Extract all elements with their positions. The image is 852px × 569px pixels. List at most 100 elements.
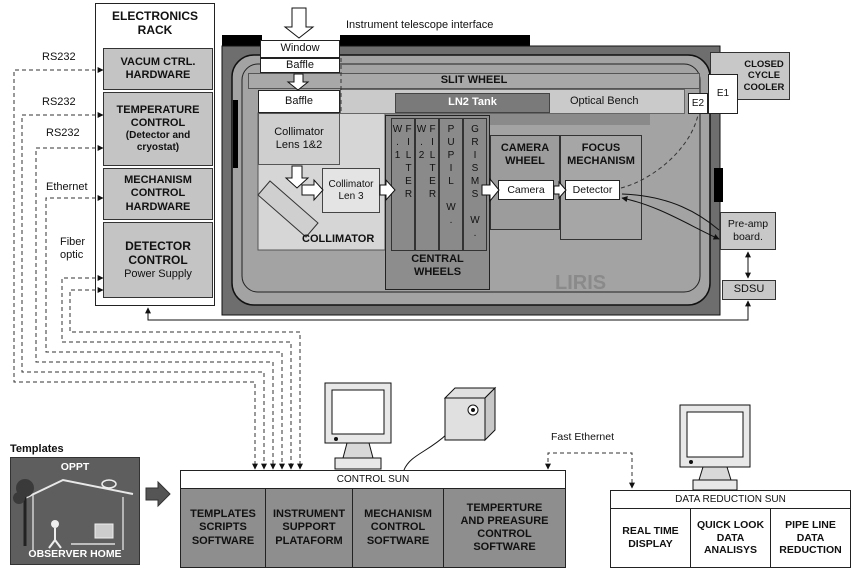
templates-scripts-software: TEMPLATES SCRIPTS SOFTWARE [180,488,266,568]
rs232-label: RS232 [46,127,80,139]
rack-title-line: ELECTRONICS [111,9,198,23]
e1-label: E1 [716,88,730,99]
module-label: DETECTOR [125,239,191,254]
software-label: DATA [796,531,825,544]
software-label: QUICK LOOK [696,519,765,532]
real-time-display: REAL TIME DISPLAY [610,508,691,568]
sdsu-controller: SDSU [722,280,776,300]
rs232-label: RS232 [42,96,76,108]
ln2-tank-label: LN2 Tank [448,96,497,109]
software-label: ANALISYS [703,544,758,557]
wheel-label: FILTER W.1 [392,124,414,202]
software-label: SCRIPTS [199,521,247,534]
software-label: SUPPORT [282,521,336,534]
templates-label: Templates [10,443,64,455]
cooler-label: CLOSED [744,58,784,70]
temperature-control: TEMPERATURE CONTROL (Detector and cryost… [103,92,213,166]
fiber-optic-label: Fiber optic [60,236,85,262]
control-sun-title: CONTROL SUN [336,473,410,485]
pupil-wheel: PUPIL W. [439,118,463,251]
wheel-label: FILTER W.2 [416,124,438,202]
cooler-label: CYCLE [747,70,781,82]
control-sun-header: CONTROL SUN [180,470,566,489]
mechanism-control-hardware: MECHANISM CONTROL HARDWARE [103,168,213,220]
vacuum-control-hardware: VACUM CTRL. HARDWARE [103,48,213,90]
software-label: CONTROL [477,528,532,540]
detector: Detector [565,180,620,200]
filter-wheel-2: FILTER W.2 [415,118,439,251]
module-label: CONTROL [130,117,186,129]
instrument-support-platform: INSTRUMENT SUPPORT PLATAFORM [265,488,353,568]
software-label: REAL TIME [622,525,679,538]
quick-look-data-analysis: QUICK LOOK DATA ANALISYS [690,508,771,568]
software-label: TEMPERTURE [466,501,543,514]
window-label: Window [280,42,320,55]
detector-control: DETECTOR CONTROL Power Supply [103,222,213,298]
observer-home-label: OBSERVER HOME [28,548,122,561]
telescope-interface-bar-right [340,35,530,48]
fast-ethernet-label: Fast Ethernet [551,431,615,443]
temperature-pressure-control-software: TEMPERTURE AND PREASURE CONTROL SOFTWARE [443,488,566,568]
data-reduction-sun-title: DATA REDUCTION SUN [675,493,786,505]
central-wheels-label-line: CENTRAL [411,253,464,265]
module-label: HARDWARE [125,200,191,213]
oppt-label: OPPT [60,461,90,473]
cooler-label: COOLER [743,81,785,93]
module-label: CONTROL [130,187,186,200]
software-label: SOFTWARE [191,534,255,547]
camera: Camera [498,180,554,200]
wheel-label: PUPIL W. [445,124,457,228]
detector-label: Detector [572,183,613,196]
preamp-label: board. [733,231,763,243]
disc-label: Disc [455,431,476,443]
slit-wheel: SLIT WHEEL [248,73,700,89]
slit-wheel-label: SLIT WHEEL [440,74,508,87]
telescope-interface-bar-left [222,35,262,48]
collimator-lens-3: Collimator Len 3 [322,168,380,213]
camera-label: Camera [507,183,545,196]
preamp-board: Pre-amp board. [720,212,776,250]
camera-wheel-label: WHEEL [505,155,545,168]
collimator-lens-label: Lens 1&2 [275,139,323,151]
module-sublabel: (Detector and [125,130,191,142]
module-sublabel: cryostat) [136,142,180,154]
baffle: Baffle [258,90,340,113]
mechanism-control-software: MECHANISM CONTROL SOFTWARE [352,488,444,568]
software-label: AND PREASURE [460,514,549,527]
software-label: SOFTWARE [366,534,430,547]
baffle-upper: Baffle [260,58,340,73]
sdsu-label: SDSU [733,283,765,296]
ln2-tank: LN2 Tank [395,93,550,113]
collimator-lens-label: Collimator [328,178,374,190]
software-label: PLATAFORM [275,534,343,547]
module-label: CONTROL [128,253,188,268]
observer-home-illustration [13,478,134,550]
module-label: HARDWARE [125,69,191,81]
software-label: CONTROL [370,521,426,534]
filter-wheel-1: FILTER W.1 [391,118,415,251]
right-connector-port [714,168,723,202]
central-wheels-label: CENTRAL WHEELS [385,253,490,279]
rs232-label: RS232 [42,51,76,63]
collimator-lens-label: Len 3 [338,190,364,202]
software-label: TEMPLATES [190,508,256,521]
data-reduction-sun-header: DATA REDUCTION SUN [610,490,851,509]
fiber-optic-label-line: optic [60,249,84,262]
software-label: MECHANISM [364,508,432,521]
software-label: DISPLAY [628,538,673,550]
collimator-lens-label: Collimator [274,125,324,138]
cooler-stage-e2: E2 [688,93,708,114]
cooler-stage-e1: E1 [708,74,738,114]
software-label: INSTRUMENT [272,508,346,521]
software-label: PIPE LINE [785,519,836,532]
instrument-name: LIRIS [555,272,607,294]
module-label: MECHANISM [124,174,192,187]
fiber-optic-label-line: Fiber [60,236,86,248]
left-window-port [233,100,238,168]
telescope-interface-label: Instrument telescope interface [346,19,494,31]
observer-home-photo: OPPT OBSERVER HOME [10,457,140,565]
wheel-label: GRISMS W. [469,124,481,241]
e2-label: E2 [691,97,705,109]
software-label: SOFTWARE [473,541,536,554]
